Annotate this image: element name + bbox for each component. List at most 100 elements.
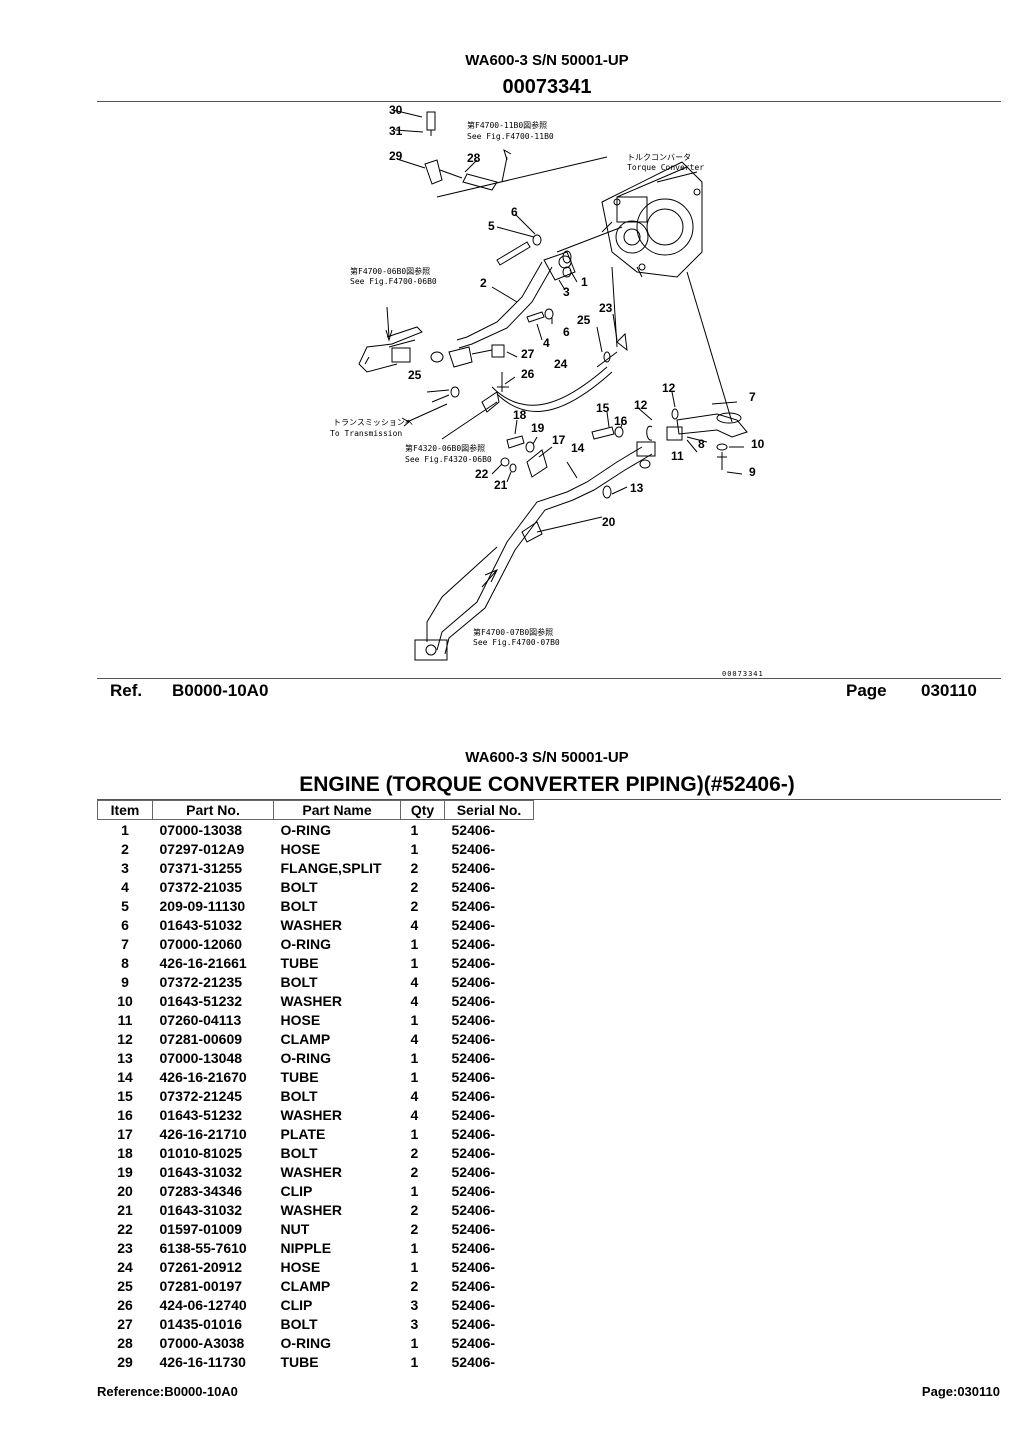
part-number-cell: 07372-21235 [159, 973, 243, 990]
title-rule [97, 799, 1001, 800]
col-partname-header: Part Name [273, 800, 401, 820]
part-number-cell: 01643-31032 [159, 1163, 243, 1180]
qty-cell: 4 [410, 916, 419, 933]
serial-cell: 52406- [451, 878, 496, 895]
qty-cell: 1 [410, 1258, 419, 1275]
serial-cell: 52406- [451, 840, 496, 857]
callout-8: 8 [698, 437, 705, 451]
qty-cell: 2 [410, 1144, 419, 1161]
part-number-cell: 07283-34346 [159, 1182, 243, 1199]
callout-12a: 12 [662, 381, 676, 395]
part-name-cell: O-RING [280, 1334, 332, 1351]
qty-cell: 3 [410, 1315, 419, 1332]
serial-cell: 52406- [451, 935, 496, 952]
model-header: WA600-3 S/N 50001-UP [465, 52, 629, 69]
qty-cell: 1 [410, 1353, 419, 1370]
col-qty-header: Qty [400, 800, 445, 820]
item-cell: 8 [121, 954, 129, 971]
part-number-cell: 426-16-21710 [159, 1125, 247, 1142]
item-cell: 15 [117, 1087, 133, 1104]
callout-25a: 25 [577, 313, 591, 327]
callout-13: 13 [630, 481, 644, 495]
callout-29: 29 [389, 149, 403, 163]
callout-15: 15 [596, 401, 610, 415]
item-cell: 18 [117, 1144, 133, 1161]
item-cell: 28 [117, 1334, 133, 1351]
qty-cell: 4 [410, 992, 419, 1009]
item-cell: 29 [117, 1353, 133, 1370]
callout-14: 14 [571, 441, 585, 455]
part-name-cell: O-RING [280, 935, 332, 952]
serial-cell: 52406- [451, 1315, 496, 1332]
item-cell: 5 [121, 897, 129, 914]
torque-converter-housing [601, 161, 703, 278]
part-name-cell: O-RING [280, 1049, 332, 1066]
callout-4: 4 [543, 336, 550, 350]
callout-9: 9 [749, 465, 756, 479]
item-cell: 13 [117, 1049, 133, 1066]
qty-cell: 2 [410, 878, 419, 895]
serial-cell: 52406- [451, 1239, 496, 1256]
part-name-cell: NUT [280, 1220, 310, 1237]
note-torque-en: Torque Converter [627, 163, 704, 172]
table-header-row: Item Part No. Part Name Qty Serial No. [97, 800, 534, 820]
part-number-cell: 426-16-21661 [159, 954, 247, 971]
part-number-cell: 07260-04113 [159, 1011, 242, 1028]
note-f4700-07b0-jp: 第F4700-07B0図参照 [473, 627, 553, 637]
part-name-cell: WASHER [280, 992, 342, 1009]
part-name-cell: BOLT [280, 973, 318, 990]
serial-cell: 52406- [451, 992, 496, 1009]
parts-table: Item Part No. Part Name Qty Serial No. 1… [97, 800, 534, 1371]
part-name-cell: O-RING [280, 821, 332, 838]
part-name-cell: CLAMP [280, 1277, 331, 1294]
footer-reference: Reference:B0000-10A0 [97, 1384, 238, 1399]
callout-21: 21 [494, 478, 508, 492]
part-number-cell: 01643-51232 [159, 992, 243, 1009]
item-cell: 1 [121, 821, 129, 838]
item-cell: 10 [117, 992, 133, 1009]
serial-cell: 52406- [451, 1258, 496, 1275]
table-row: 10 01643-51232 WASHER 4 52406- [98, 991, 534, 1010]
item-cell: 3 [121, 859, 129, 876]
qty-cell: 2 [410, 1201, 419, 1218]
header-rule [97, 101, 1001, 102]
serial-cell: 52406- [451, 916, 496, 933]
part-name-cell: WASHER [280, 1106, 342, 1123]
qty-cell: 2 [410, 1277, 419, 1294]
serial-cell: 52406- [451, 1068, 496, 1085]
qty-cell: 1 [410, 821, 419, 838]
serial-cell: 52406- [451, 1125, 496, 1142]
callout-6b: 6 [563, 325, 570, 339]
part-name-cell: TUBE [280, 1353, 319, 1370]
part-name-cell: HOSE [280, 1011, 321, 1028]
callout-22: 22 [475, 467, 489, 481]
item-cell: 19 [117, 1163, 133, 1180]
part-name-cell: WASHER [280, 1163, 342, 1180]
note-f4700-11b0-jp: 第F4700-11B0図参照 [467, 120, 547, 130]
callout-28: 28 [467, 151, 481, 165]
part-number-cell: 424-06-12740 [159, 1296, 247, 1313]
serial-cell: 52406- [451, 1049, 496, 1066]
note-f4700-11b0-en: See Fig.F4700-11B0 [467, 132, 554, 141]
item-cell: 7 [121, 935, 129, 952]
qty-cell: 1 [410, 935, 419, 952]
part-name-cell: TUBE [280, 1068, 319, 1085]
parts-diagram-drawing: 30 31 29 28 6 5 1 2 3 23 25 6 4 27 26 25… [330, 103, 765, 678]
col-item-header: Item [97, 800, 153, 820]
qty-cell: 4 [410, 1106, 419, 1123]
